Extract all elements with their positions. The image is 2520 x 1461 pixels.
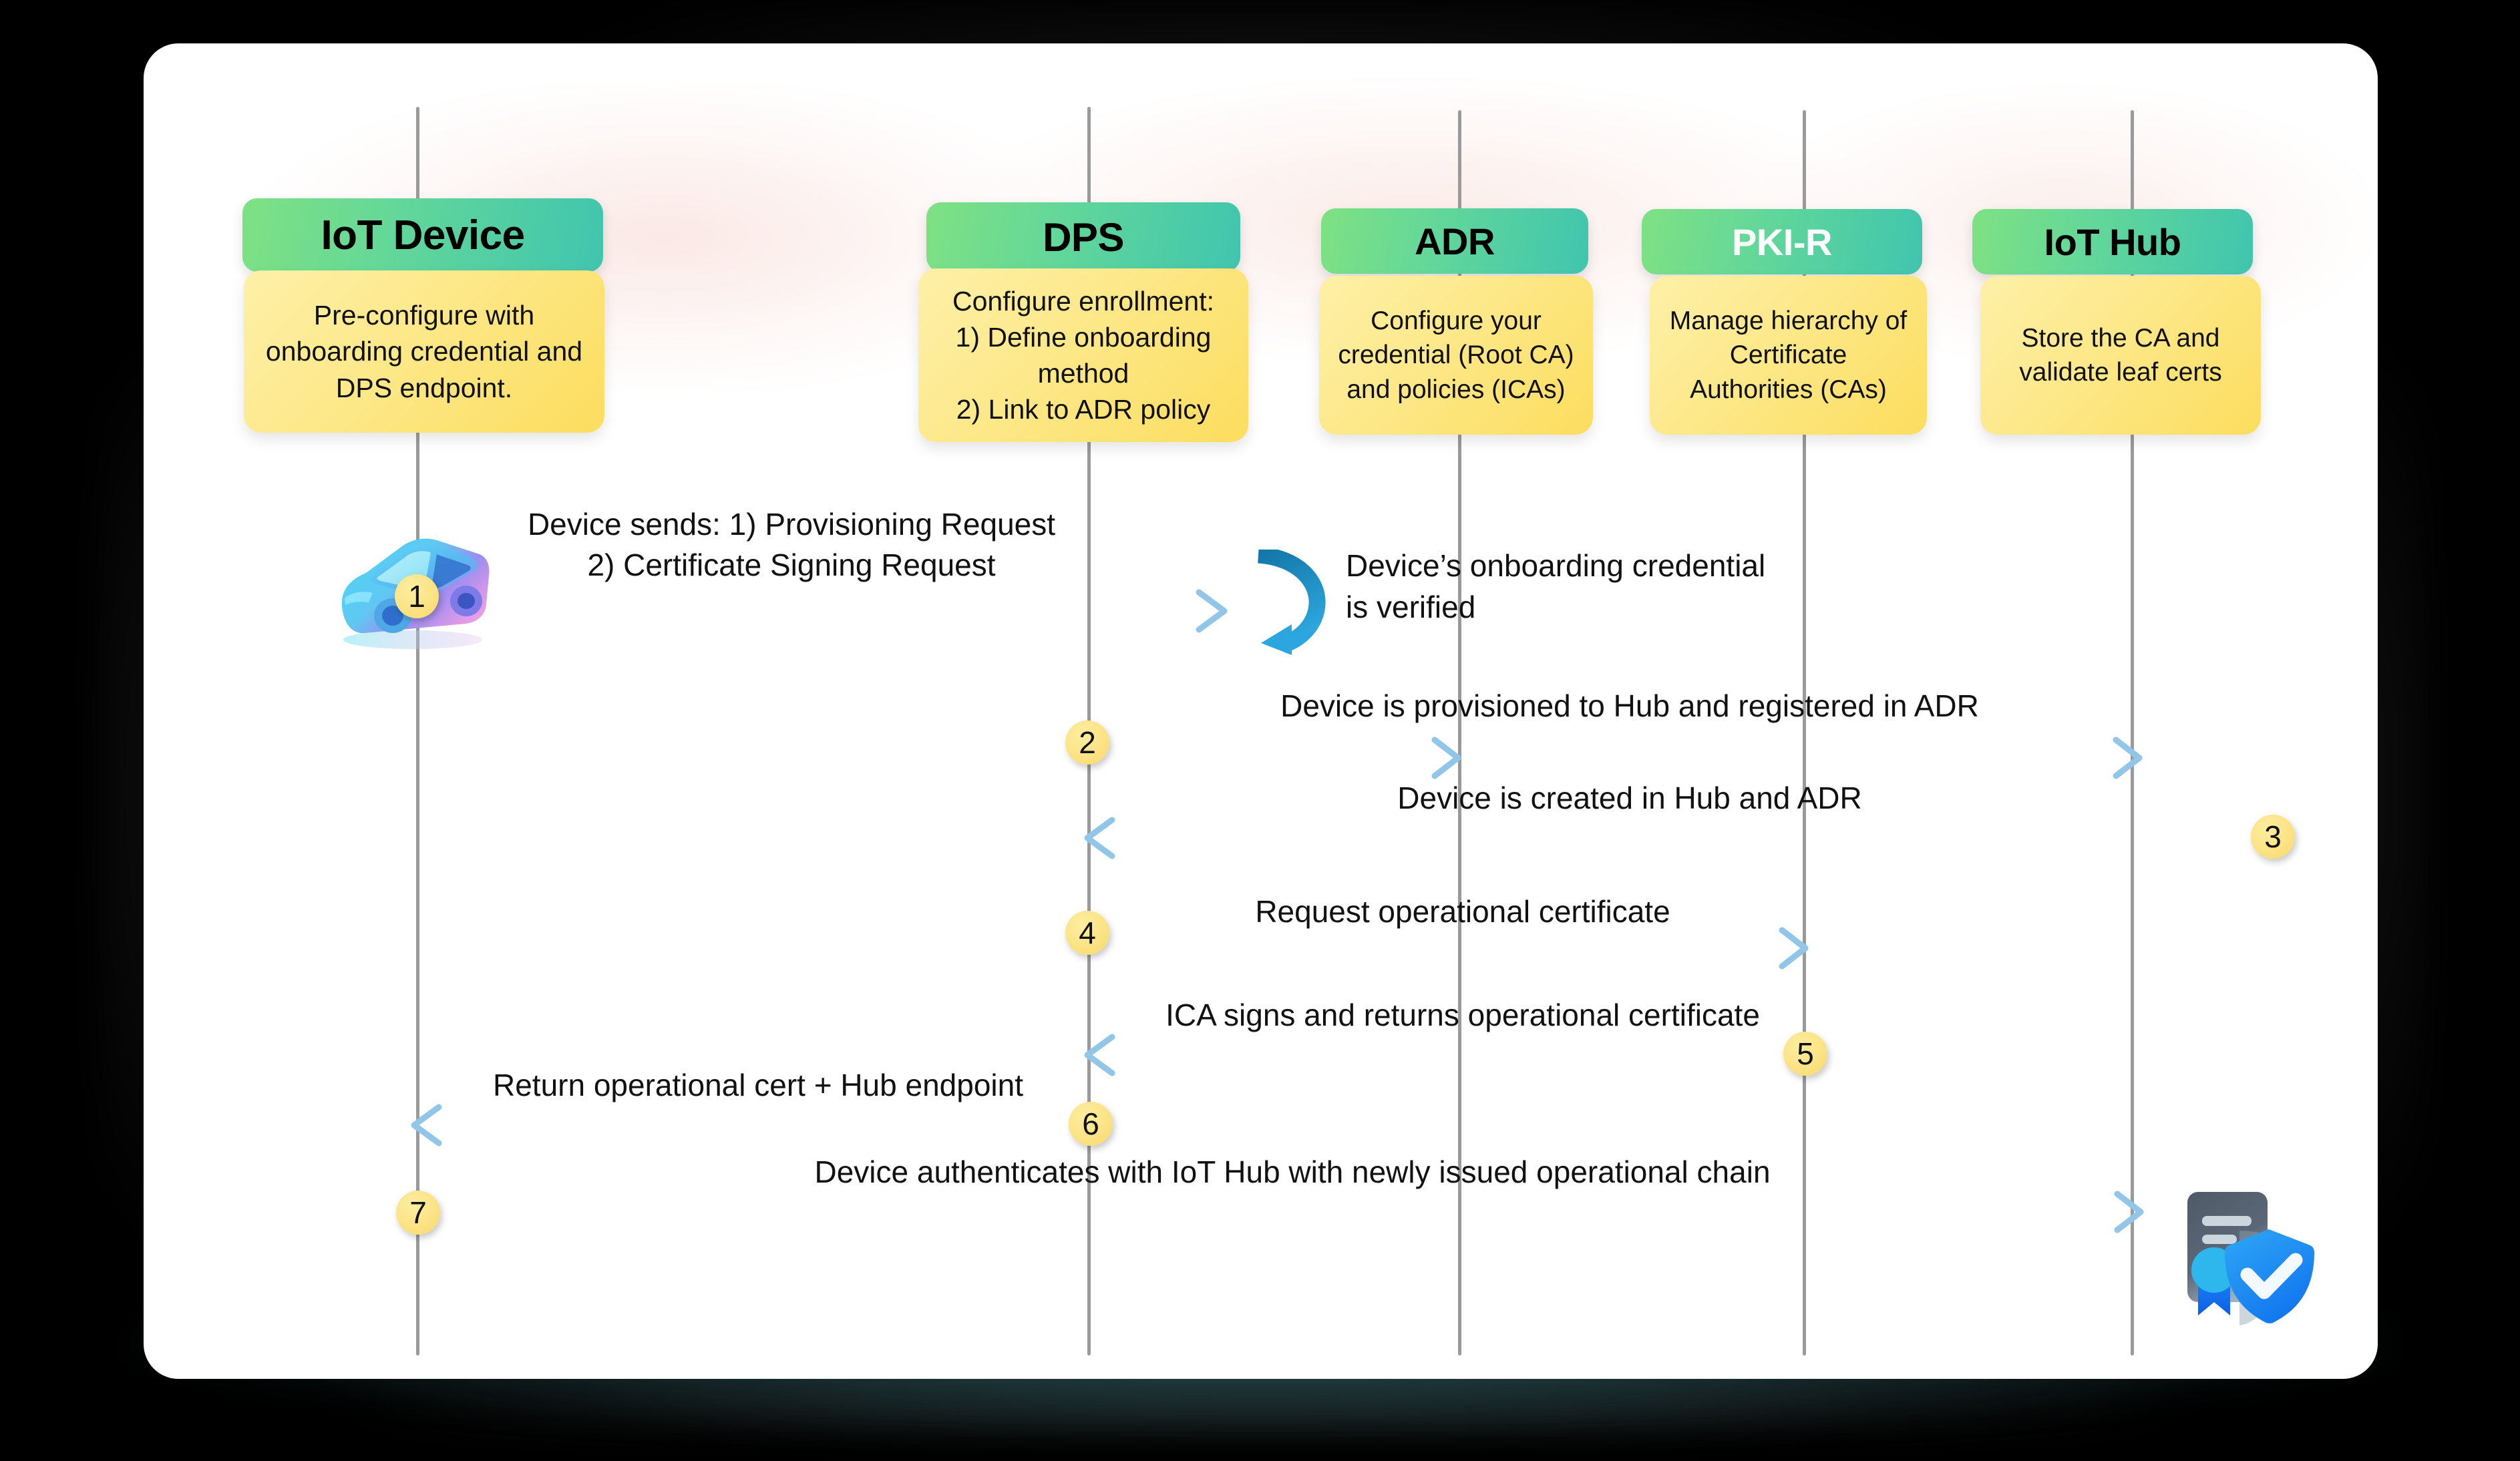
note-text-dps: Configure enrollment: 1) Define onboardi… xyxy=(952,285,1214,425)
actor-header-device[interactable]: IoT Device xyxy=(242,198,603,272)
message-number-1: 1 xyxy=(408,579,425,614)
message-label-5: ICA signs and returns operational certif… xyxy=(1165,998,1760,1032)
note-text-hub: Store the CA and validate leaf certs xyxy=(2019,323,2222,387)
note-dps: Configure enrollment: 1) Define onboardi… xyxy=(918,268,1248,442)
message-number-2: 2 xyxy=(1079,725,1096,760)
message-number-6: 6 xyxy=(1082,1106,1099,1141)
message-number-3: 3 xyxy=(2264,819,2282,854)
certificate-shield-icon xyxy=(2147,1165,2348,1359)
message-label-6: Return operational cert + Hub endpoint xyxy=(492,1068,1024,1102)
loop-label: Device’s onboarding credential is verifi… xyxy=(1346,548,1766,624)
message-arrow-4 xyxy=(1084,925,1812,972)
message-arrow-6 xyxy=(411,1102,1095,1149)
message-label-7: Device authenticates with IoT Hub with n… xyxy=(814,1155,1771,1189)
actor-header-dps[interactable]: DPS xyxy=(926,202,1240,272)
message-label-2: Device is provisioned to Hub and registe… xyxy=(1280,688,1979,723)
lifeline-device xyxy=(416,107,419,1355)
note-hub: Store the CA and validate leaf certs xyxy=(1980,276,2261,435)
message-arrow-1 xyxy=(411,588,1232,634)
message-arrow-7 xyxy=(411,1189,2147,1235)
message-arrow-3 xyxy=(1084,815,2139,861)
note-adr: Configure your credential (Root CA) and … xyxy=(1319,276,1593,435)
message-badge-3[interactable]: 3 xyxy=(2251,815,2295,859)
message-number-5: 5 xyxy=(1797,1036,1814,1071)
note-text-adr: Configure your credential (Root CA) and … xyxy=(1338,306,1574,404)
note-pkir: Manage hierarchy of Certificate Authorit… xyxy=(1650,276,1927,435)
message-arrow-5 xyxy=(1084,1032,1812,1078)
note-text-device: Pre-configure with onboarding credential… xyxy=(265,300,583,403)
message-badge-6[interactable]: 6 xyxy=(1069,1102,1113,1146)
message-badge-4[interactable]: 4 xyxy=(1065,911,1109,955)
actor-label-device: IoT Device xyxy=(321,212,525,258)
message-badge-7[interactable]: 7 xyxy=(396,1191,440,1235)
message-label-3: Device is created in Hub and ADR xyxy=(1397,781,1862,815)
message-badge-5[interactable]: 5 xyxy=(1783,1032,1827,1076)
actor-header-adr[interactable]: ADR xyxy=(1321,208,1588,274)
message-arrow-2 xyxy=(1084,735,2146,781)
actor-header-pkir[interactable]: PKI-R xyxy=(1642,209,1922,274)
note-text-pkir: Manage hierarchy of Certificate Authorit… xyxy=(1669,306,1908,404)
message-label-1: Device sends: 1) Provisioning Request 2)… xyxy=(527,507,1056,582)
lifeline-pkir xyxy=(1803,110,1806,1355)
message-badge-1[interactable]: 1 xyxy=(395,574,439,618)
message-badge-2[interactable]: 2 xyxy=(1065,720,1109,765)
lifeline-hub xyxy=(2131,110,2134,1355)
message-number-4: 4 xyxy=(1079,915,1096,950)
actor-label-dps: DPS xyxy=(1043,214,1124,260)
message-label-4: Request operational certificate xyxy=(1255,894,1670,929)
actor-header-hub[interactable]: IoT Hub xyxy=(1972,209,2253,274)
note-device: Pre-configure with onboarding credential… xyxy=(244,270,604,433)
lifeline-adr xyxy=(1458,110,1461,1355)
message-number-7: 7 xyxy=(409,1195,427,1230)
diagram-card: IoT Device DPS ADR PKI-R IoT Hub Pre-con… xyxy=(144,43,2378,1379)
loop-arrow-icon xyxy=(1249,546,1326,656)
actor-label-hub: IoT Hub xyxy=(2044,220,2181,263)
actor-label-pkir: PKI-R xyxy=(1732,220,1832,263)
actor-label-adr: ADR xyxy=(1415,220,1495,262)
